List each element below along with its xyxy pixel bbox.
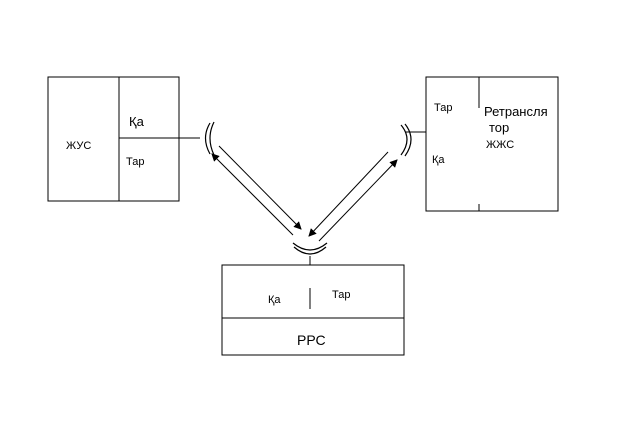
left-station-transmit-label: Тар xyxy=(126,156,144,168)
right-link-arrow-up xyxy=(318,159,398,242)
right-station-name-line1: Ретрансля xyxy=(484,104,548,119)
bottom-station-receive-label: Қа xyxy=(268,294,281,306)
right-link-arrow-down xyxy=(308,151,389,237)
bottom-station-name: РРС xyxy=(297,332,326,348)
left-dish-icon xyxy=(204,121,215,156)
right-station-receive-label: Қа xyxy=(432,154,445,166)
right-dish-icon xyxy=(400,123,412,157)
left-link-arrow-up xyxy=(211,153,294,236)
right-station-name-line2: тор xyxy=(489,120,509,135)
left-station-box xyxy=(47,76,180,202)
left-station: ЖУС Қа Тар xyxy=(47,76,200,202)
right-station-box xyxy=(425,76,559,212)
left-station-receive-label: Қа xyxy=(129,114,145,129)
bottom-station-box xyxy=(221,264,405,356)
left-station-name: ЖУС xyxy=(66,140,91,152)
right-station-transmit-label: Тар xyxy=(434,102,452,114)
bottom-station-transmit-label: Тар xyxy=(332,289,350,301)
right-station-name-line3: ЖЖС xyxy=(486,139,514,151)
bottom-dish-icon xyxy=(292,242,328,255)
right-station: Тар Ретрансля тор ЖЖС Қа xyxy=(405,76,559,212)
left-link-arrow-down xyxy=(218,145,302,230)
bottom-station: Қа Тар РРС xyxy=(221,256,405,356)
